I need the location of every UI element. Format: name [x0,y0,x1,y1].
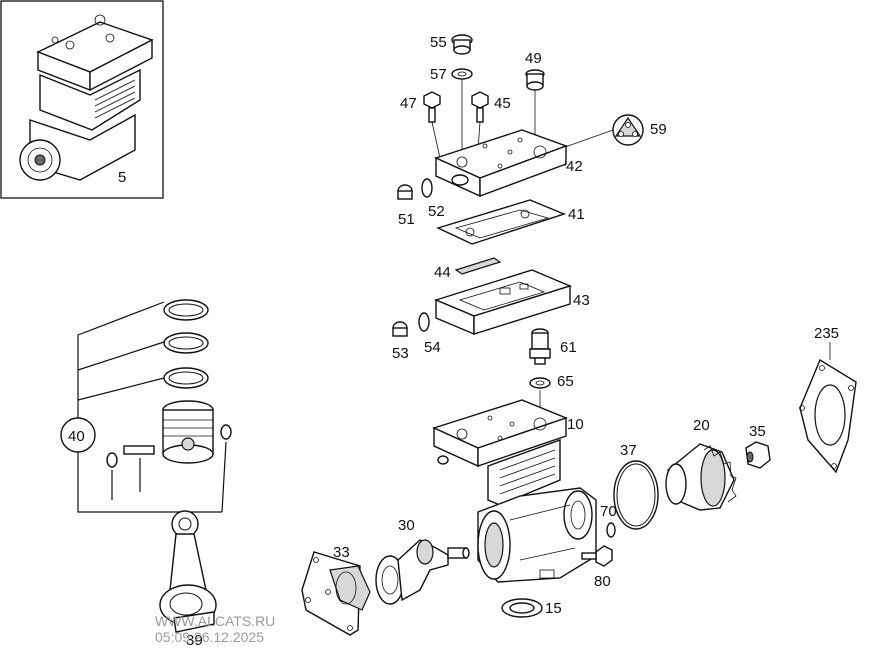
callout-44: 44 [434,264,451,281]
part-20-gear: 20 [665,417,737,511]
watermark-timestamp: 05:09 26.12.2025 [155,629,264,645]
callout-15: 15 [545,600,562,617]
callout-57: 57 [430,66,447,83]
callout-65: 65 [557,373,574,390]
watermark: WWW.ALCATS.RU 05:09 26.12.2025 [155,613,275,645]
callout-47: 47 [400,95,417,112]
part-15-shaft-seal: 15 [501,598,562,618]
inset-compressor-assembly: 5 [0,0,164,199]
part-40-piston-group: 40 [60,299,232,513]
part-43-valve-carrier: 43 [433,269,590,336]
callout-59: 59 [650,121,667,138]
part-55-plug: 55 [430,34,473,55]
callout-33: 33 [333,544,350,561]
part-52-o-ring: 52 [421,178,445,220]
callout-61: 61 [560,339,577,356]
part-45-bolt: 45 [471,91,511,123]
part-39-connecting-rod: 39 [159,510,217,649]
part-35-nut: 35 [745,423,771,469]
watermark-site: WWW.ALCATS.RU [155,613,275,629]
part-61-fitting: 61 [529,328,577,365]
part-53-plug: 53 [392,321,409,362]
callout-39: 39 [186,632,203,649]
part-70-washer: 70 [600,503,617,538]
callout-20: 20 [693,417,710,434]
part-33-end-cover: 33 [301,544,371,636]
callout-49: 49 [525,50,542,67]
callout-53: 53 [392,345,409,362]
callout-54: 54 [424,339,441,356]
callout-45: 45 [494,95,511,112]
part-44-reed-valve: 44 [434,257,502,281]
part-47-bolt: 47 [400,91,441,123]
part-30-crankshaft: 30 [375,517,470,605]
callout-52: 52 [428,203,445,220]
part-41-valve-plate-gasket: 41 [436,199,585,245]
part-54-o-ring: 54 [418,312,441,356]
callout-40: 40 [68,428,85,445]
part-10-cylinder-block: 10 [432,399,584,506]
callout-5: 5 [118,169,126,186]
callout-41: 41 [568,206,585,223]
part-80-bolt: 80 [581,545,613,590]
callout-51: 51 [398,211,415,228]
part-65-seal-ring: 65 [529,373,574,390]
callout-37: 37 [620,442,637,459]
callout-55: 55 [430,34,447,51]
part-235-flange-gasket: 235 [799,325,857,474]
part-42-cylinder-head-cover: 42 [434,129,583,198]
callout-35: 35 [749,423,766,440]
part-37-o-ring: 37 [613,442,659,530]
callout-30: 30 [398,517,415,534]
callout-10: 10 [567,416,584,433]
callout-80: 80 [594,573,611,590]
part-57-washer: 57 [430,66,473,83]
callout-43: 43 [573,292,590,309]
leader-47 [431,121,441,159]
part-49-plug: 49 [525,50,545,91]
callout-42: 42 [566,158,583,175]
callout-235: 235 [814,325,839,342]
part-51-plug: 51 [397,184,415,228]
callout-70: 70 [600,503,617,520]
